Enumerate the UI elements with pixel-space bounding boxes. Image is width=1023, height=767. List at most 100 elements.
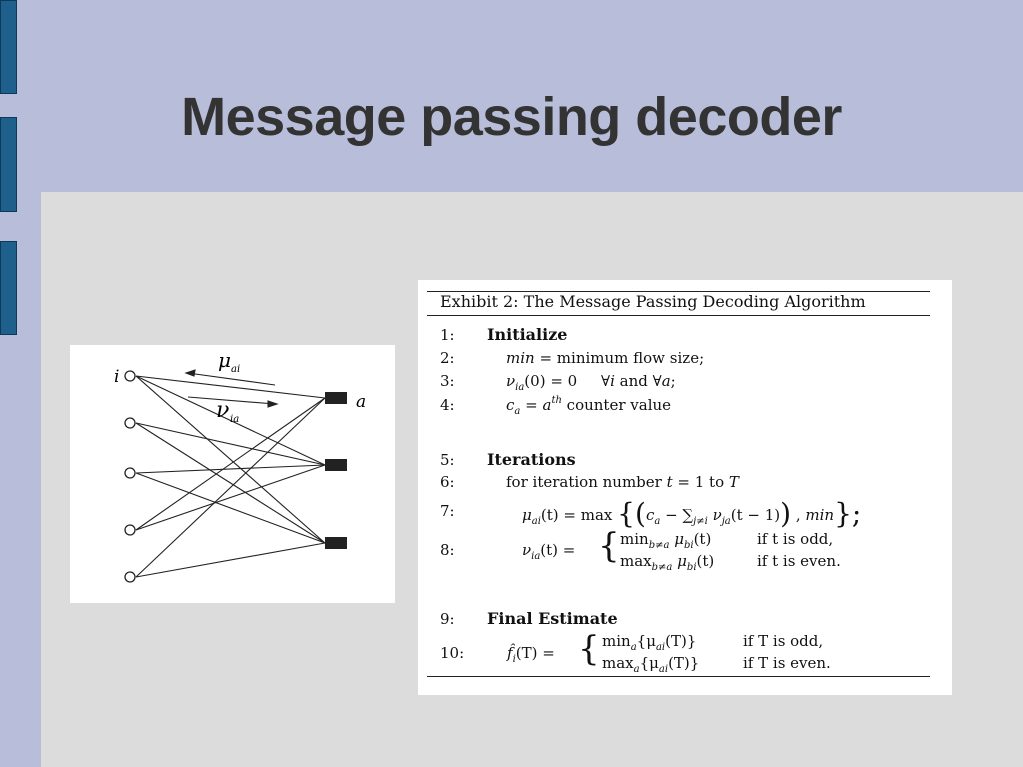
expr-sub: b≠a [651, 562, 673, 573]
line-number: 8: [440, 541, 455, 559]
expr-sub: ai [655, 642, 666, 653]
nu-arrow [187, 396, 276, 405]
edge [135, 422, 326, 544]
variable-nodes [124, 370, 136, 583]
line-10-cond-1: if T is odd, [743, 632, 824, 650]
line-number: 1: [440, 326, 455, 344]
bipartite-graph-svg: i a μ ai ν ia [114, 348, 366, 583]
expr-part: μ [522, 506, 532, 524]
edge [135, 375, 326, 544]
line-number: 6: [440, 473, 455, 491]
expr-part: and ∀ [614, 372, 662, 390]
line-number: 10: [440, 644, 465, 662]
nu-label: ν [216, 398, 229, 423]
line-8-case-2: maxb≠a μbi(t) [620, 552, 715, 573]
expr-sub: ja [721, 516, 731, 527]
slide-title: Message passing decoder [181, 87, 842, 147]
case-brace: { [598, 526, 620, 566]
expr-sub: ai [531, 516, 541, 527]
line-number: 2: [440, 349, 455, 367]
expr-part: c [506, 396, 515, 414]
edge [135, 464, 326, 474]
expr-part: μ [672, 552, 687, 570]
edge [135, 472, 326, 544]
line-number: 3: [440, 372, 455, 390]
exhibit-bottom-rule [427, 676, 930, 677]
nu-arrowhead [267, 400, 279, 408]
bipartite-graph-figure: i a μ ai ν ia [70, 345, 395, 603]
expr-sub: a [654, 516, 661, 527]
expr-part: (t) = [540, 541, 576, 559]
expr-part: , [791, 506, 806, 524]
expr-part: min [602, 632, 631, 650]
line-number: 4: [440, 396, 455, 414]
mu-arrowhead [184, 369, 196, 377]
expr-part: max [620, 552, 652, 570]
variable-node [124, 467, 136, 479]
edge [135, 397, 326, 531]
line-10-lhs: f̂i(T) = [507, 644, 555, 665]
line-7: μai(t) = max {(ca − ∑j≠i νja(t − 1)) , m… [522, 494, 862, 530]
line-2: min = minimum flow size; [506, 349, 704, 367]
line-number: 5: [440, 451, 455, 469]
line-4: ca = ath counter value [506, 395, 672, 417]
expr-part: max [602, 654, 634, 672]
expr-part: for iteration number [506, 473, 667, 491]
expr-part: counter value [561, 396, 672, 414]
exhibit-title-rule [427, 315, 930, 316]
expr-sub: b≠a [648, 540, 670, 551]
line-10-cond-2: if T is even. [743, 654, 831, 672]
check-node [325, 459, 347, 471]
check-node [325, 392, 347, 404]
line-8-lhs: νia(t) = [522, 541, 576, 562]
expr-part: a [661, 372, 671, 390]
expr-paren: ) [780, 497, 792, 530]
edge [135, 375, 326, 399]
expr-part: μ [669, 530, 684, 548]
message-arrows [184, 369, 279, 408]
expr-paren: ( [635, 497, 646, 530]
algorithm-exhibit: Exhibit 2: The Message Passing Decoding … [418, 280, 952, 695]
edge [135, 422, 326, 466]
expr-part: = [520, 396, 543, 414]
expr-part: t [666, 473, 673, 491]
expr-sub: ai [658, 664, 669, 675]
expr-part: a [542, 396, 552, 414]
graph-edges [135, 375, 326, 578]
line-8-cond-1: if t is odd, [757, 530, 834, 548]
expr-part: {μ [639, 654, 659, 672]
expr-sub: a [633, 664, 640, 675]
expr-sub: j≠i [693, 516, 708, 527]
expr-sub: ia [531, 551, 541, 562]
expr-part: = minimum flow size; [534, 349, 705, 367]
expr-sub: bi [686, 562, 697, 573]
expr-part: (T) = [515, 644, 555, 662]
line-number: 9: [440, 610, 455, 628]
expr-part: (t) [696, 552, 715, 570]
expr-part: (T)} [668, 654, 700, 672]
line-10-case-1: mina{μai(T)} [602, 632, 696, 653]
expr-sub: i [512, 654, 516, 665]
line-8-cond-2: if t is even. [757, 552, 841, 570]
expr-part: ; [670, 372, 676, 390]
expr-sup: th [551, 395, 562, 406]
line-8-case-1: minb≠a μbi(t) [620, 530, 711, 551]
expr-brace: }; [834, 497, 862, 530]
expr-part: (t) = max [540, 506, 613, 524]
exhibit-top-rule [427, 291, 930, 292]
expr-sub: a [514, 406, 521, 417]
edge [135, 542, 326, 578]
case-brace: { [578, 629, 600, 669]
expr-part: min [506, 349, 535, 367]
section-initialize: Initialize [487, 325, 568, 344]
edge [135, 375, 326, 466]
expr-part: min [620, 530, 649, 548]
mu-label: μ [218, 348, 231, 372]
expr-brace: { [617, 497, 635, 530]
expr-part: {μ [636, 632, 656, 650]
variable-label-i: i [114, 367, 119, 387]
expr-part: ν [707, 506, 722, 524]
line-6: for iteration number t = 1 to T [506, 473, 739, 491]
mu-subscript: ai [231, 364, 240, 375]
expr-part: c [645, 506, 655, 524]
